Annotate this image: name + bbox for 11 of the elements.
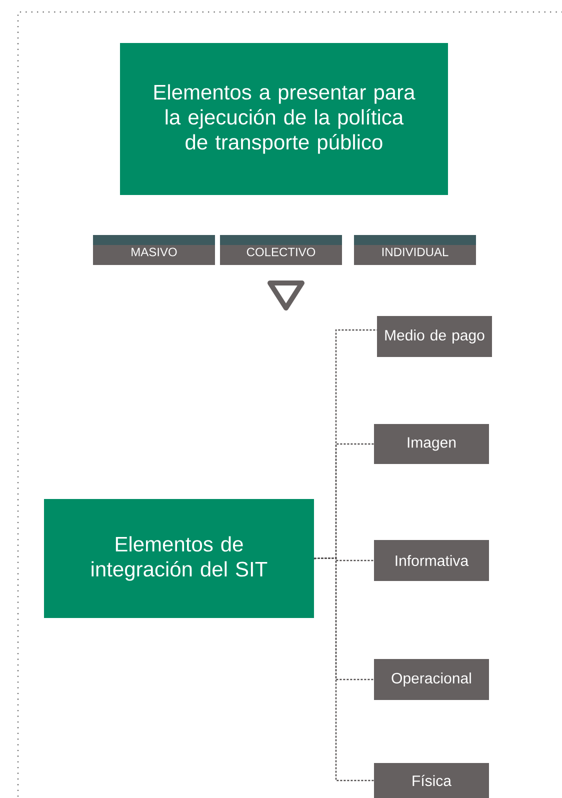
connector: [314, 557, 374, 782]
element-box: Operacional: [374, 659, 489, 700]
element-box: Medio de pago: [377, 316, 492, 357]
element-box: Física: [374, 763, 489, 798]
category-box: MASIVO: [93, 235, 215, 265]
category-box: INDIVIDUAL: [354, 235, 476, 265]
heading-box: Elementos a presentar para la ejecución de la política de transporte público: [120, 43, 448, 195]
element-box: Imagen: [374, 424, 489, 464]
heading-box: Elementos de integración del SIT: [44, 499, 314, 618]
element-box: Informativa: [374, 540, 489, 581]
category-box: COLECTIVO: [220, 235, 342, 265]
